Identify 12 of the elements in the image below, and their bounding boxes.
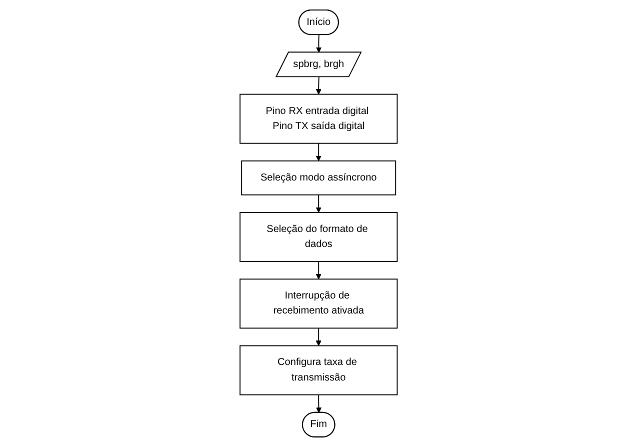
node-box: Configura taxa de transmissão: [239, 345, 398, 396]
arrow: [316, 142, 322, 162]
node-box: Seleção modo assíncrono: [241, 160, 396, 196]
node-box: Interrupção de recebimento ativada: [239, 278, 398, 329]
node-box: Seleção do formato de dados: [239, 212, 398, 262]
arrow: [316, 34, 322, 53]
arrow: [316, 194, 322, 213]
node-box: Pino RX entrada digital Pino TX saída digital: [239, 94, 398, 144]
arrow: [316, 261, 322, 280]
arrow: [316, 76, 322, 95]
arrow: [316, 394, 322, 413]
arrow: [316, 328, 322, 346]
